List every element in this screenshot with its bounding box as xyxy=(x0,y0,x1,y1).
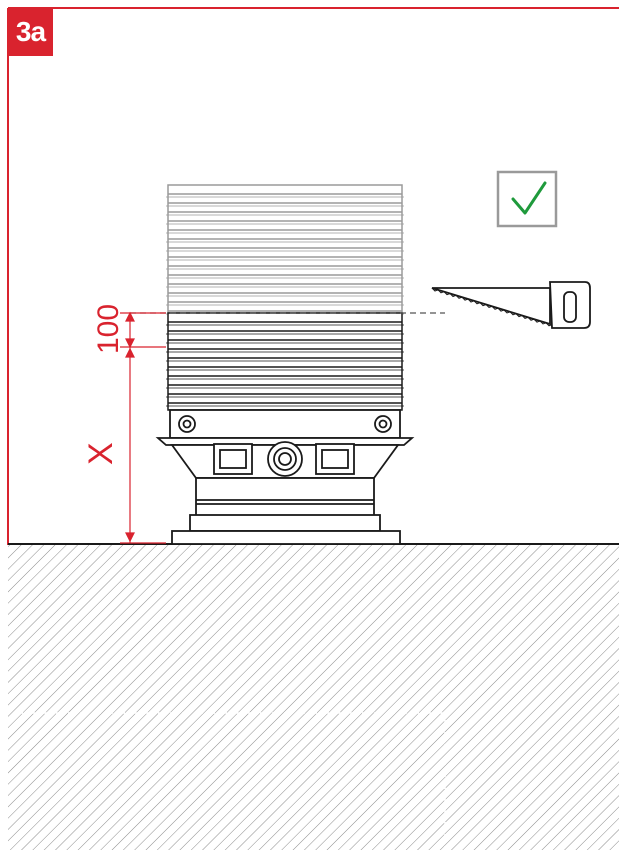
dimension-height xyxy=(120,347,166,544)
ground-hatch xyxy=(8,543,619,850)
panel-frame xyxy=(7,7,619,545)
step-label-badge: 3a xyxy=(8,8,53,56)
dimension-cut-label: 100 xyxy=(92,304,125,354)
floor-box-body xyxy=(155,409,415,545)
dimension-cut xyxy=(120,311,166,349)
dimension-height-label: X xyxy=(82,442,120,465)
hand-saw-icon xyxy=(431,281,591,329)
remaining-tube-section xyxy=(166,312,404,411)
checkmark-icon xyxy=(496,170,558,228)
removed-tube-section xyxy=(166,184,404,315)
